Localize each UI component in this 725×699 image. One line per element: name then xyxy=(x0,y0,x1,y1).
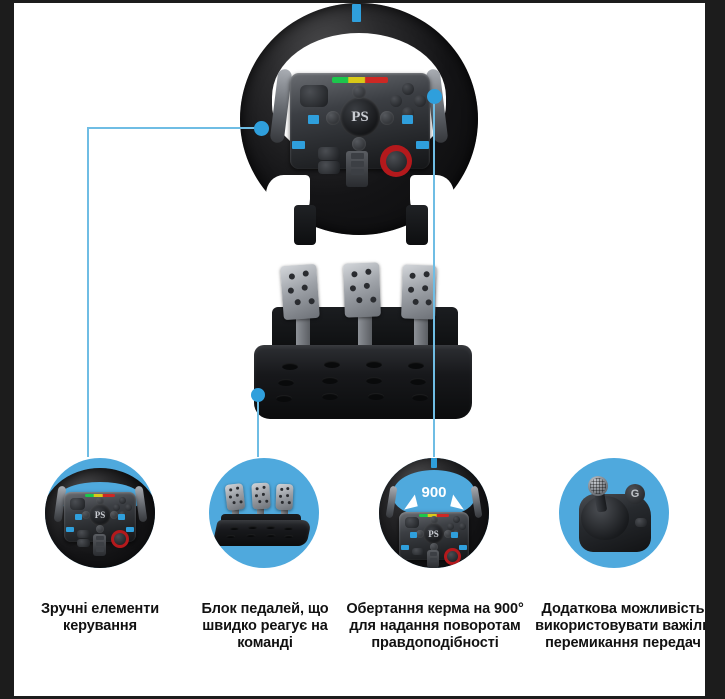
infographic-canvas: PS xyxy=(14,3,705,696)
brake-pedal-arm xyxy=(358,311,372,347)
wheel-right-rim-hotspot[interactable] xyxy=(427,89,442,104)
wheel-left-grip-hotspot[interactable] xyxy=(254,121,269,136)
connector-line-rotation xyxy=(433,95,435,457)
feature-shifter-caption: Додаткова можливість використовувати важ… xyxy=(535,601,705,651)
playstation-button[interactable]: PS xyxy=(340,97,380,137)
rotation-degrees-label: 900 xyxy=(421,484,447,501)
accelerator-pedal-plate xyxy=(401,264,437,320)
racing-wheel-hub-icon: PS xyxy=(45,458,155,568)
center-button-stack[interactable] xyxy=(346,151,368,187)
brake-pedal-plate xyxy=(343,262,381,318)
feature-pedals[interactable]: Блок педалей, що швидко реагує на команд… xyxy=(201,458,339,688)
wheel-clamp-right xyxy=(406,205,428,245)
blue-button-right-lower[interactable] xyxy=(416,141,429,149)
pedal-set-icon xyxy=(209,458,319,568)
face-button-square xyxy=(390,95,402,107)
accelerator-pedal-arm xyxy=(414,311,428,347)
wheel-rotation-icon: 900 PS xyxy=(379,458,489,568)
logitech-logo-badge: G xyxy=(625,484,645,504)
shifter-knob xyxy=(588,476,608,496)
feature-pedals-caption: Блок педалей, що швидко реагує на команд… xyxy=(201,601,329,651)
shifter-side-button xyxy=(635,518,647,527)
rotation-arrows-icon xyxy=(404,494,464,510)
hero-steering-wheel: PS xyxy=(232,3,487,249)
left-thumb-pad xyxy=(300,85,328,107)
dpad-left-button[interactable] xyxy=(326,111,340,125)
dpad-up-button[interactable] xyxy=(352,85,366,99)
hero-pedal-unit xyxy=(250,253,476,423)
dpad-right-button[interactable] xyxy=(380,111,394,125)
face-button-triangle xyxy=(402,83,414,95)
blue-button-left-upper[interactable] xyxy=(308,115,319,124)
options-button[interactable] xyxy=(318,161,340,174)
dpad-down-button[interactable] xyxy=(352,137,366,151)
face-button-circle xyxy=(414,95,426,107)
feature-controls[interactable]: PS Зручні елемент xyxy=(41,458,175,688)
select-button[interactable] xyxy=(318,147,340,160)
blue-button-right-upper[interactable] xyxy=(402,115,413,124)
feature-controls-caption: Зручні елементи керування xyxy=(40,601,160,634)
feature-rotation[interactable]: 900 PS xyxy=(346,458,524,688)
feature-shifter[interactable]: G Додаткова можливість використовувати в… xyxy=(535,458,705,696)
connector-line-pedals xyxy=(257,395,259,457)
feature-rotation-caption: Обертання керма на 900° для надання пово… xyxy=(346,601,524,651)
pedal-base-unit xyxy=(254,345,472,419)
connector-line-controls-vertical xyxy=(87,127,89,457)
gear-shifter-icon: G xyxy=(559,458,669,568)
blue-button-left-lower[interactable] xyxy=(292,141,305,149)
wheel-top-center-marker xyxy=(352,4,361,22)
connector-line-controls-horizontal xyxy=(87,127,262,129)
wheel-clamp-left xyxy=(294,205,316,245)
rotary-selector-dial[interactable] xyxy=(380,145,412,177)
rev-led-strip xyxy=(332,77,388,83)
clutch-pedal-arm xyxy=(296,311,310,347)
clutch-pedal-plate xyxy=(280,263,320,321)
pedal-base-hotspot[interactable] xyxy=(251,388,265,402)
